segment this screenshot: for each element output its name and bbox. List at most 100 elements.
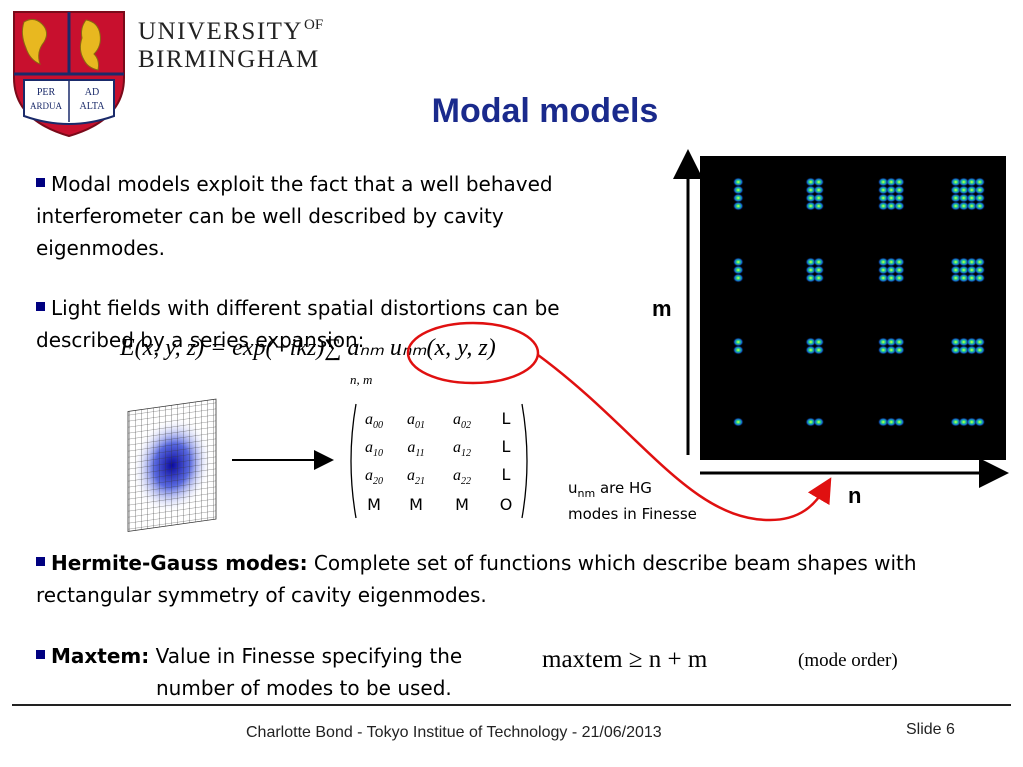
hg-mode-lobe xyxy=(813,417,825,427)
hg-mode-lobe xyxy=(732,177,744,187)
mode-order-label: (mode order) xyxy=(798,650,898,671)
matrix-entry: L xyxy=(502,409,511,428)
university-line2: BIRMINGHAM xyxy=(138,46,320,73)
hg-mode-lobe xyxy=(877,177,889,187)
matrix-entry: L xyxy=(502,437,511,456)
matrix-entry: a21 xyxy=(407,467,425,487)
bullet-4-text: Value in Finesse specifying the xyxy=(149,644,463,668)
hg-mode-lobe xyxy=(805,177,817,187)
hg-mode-lobe xyxy=(893,201,905,211)
hg-mode-lobe xyxy=(805,345,817,355)
bullet-square-icon xyxy=(36,650,45,659)
hg-mode-lobe xyxy=(958,177,970,187)
hg-mode-lobe xyxy=(958,201,970,211)
hg-mode-lobe xyxy=(950,257,962,267)
hg-mode-lobe xyxy=(966,273,978,283)
hg-mode-lobe xyxy=(813,273,825,283)
unm-prefix: u xyxy=(568,479,578,497)
hg-mode-lobe xyxy=(805,417,817,427)
hg-mode-lobe xyxy=(974,257,986,267)
hg-mode-lobe xyxy=(813,345,825,355)
matrix-entry: a20 xyxy=(365,467,383,487)
hg-mode-lobe xyxy=(732,185,744,195)
hg-mode-lobe xyxy=(813,337,825,347)
hg-mode-lobe xyxy=(966,265,978,275)
hg-mode-lobe xyxy=(885,193,897,203)
hg-mode-lobe xyxy=(966,345,978,355)
hg-mode-lobe xyxy=(877,185,889,195)
hg-mode-lobe xyxy=(950,177,962,187)
hg-mode-lobe xyxy=(893,273,905,283)
gaussian-grid-illustration xyxy=(127,398,217,532)
university-of: OF xyxy=(304,17,324,33)
hg-mode-lobe xyxy=(958,273,970,283)
bullet-2: Light fields with different spatial dist… xyxy=(36,292,616,356)
hg-mode-lobe xyxy=(974,273,986,283)
hg-mode-lobe xyxy=(974,265,986,275)
bullet-square-icon xyxy=(36,178,45,187)
hg-mode-lobe xyxy=(893,257,905,267)
hg-mode-lobe xyxy=(877,417,889,427)
hg-mode-lobe xyxy=(805,273,817,283)
hg-mode-lobe xyxy=(950,337,962,347)
university-line1: UNIVERSITY xyxy=(138,18,303,45)
hg-mode-lobe xyxy=(885,201,897,211)
hg-mode-lobe xyxy=(877,337,889,347)
hg-mode-lobe xyxy=(805,257,817,267)
hg-mode-lobe xyxy=(950,201,962,211)
hg-mode-lobe xyxy=(958,345,970,355)
hg-mode-lobe xyxy=(974,337,986,347)
hg-mode-lobe xyxy=(885,265,897,275)
hg-mode-lobe xyxy=(805,337,817,347)
hg-mode-lobe xyxy=(805,265,817,275)
hg-mode-lobe xyxy=(805,185,817,195)
bullet-3: Hermite-Gauss modes: Complete set of fun… xyxy=(36,547,996,611)
matrix-entry: M xyxy=(409,495,423,514)
hg-mode-lobe xyxy=(950,185,962,195)
hg-mode-lobe xyxy=(877,257,889,267)
hg-mode-lobe xyxy=(893,345,905,355)
hg-mode-lobe xyxy=(877,345,889,355)
hg-mode-lobe xyxy=(893,177,905,187)
red-curved-arrow xyxy=(537,353,832,522)
bullet-3-text: Complete set of functions which describe… xyxy=(36,551,917,607)
matrix-entry: O xyxy=(500,495,513,514)
hg-mode-lobe xyxy=(877,193,889,203)
hg-mode-lobe xyxy=(732,265,744,275)
matrix-entry: a00 xyxy=(365,411,383,431)
hg-mode-lobe xyxy=(958,265,970,275)
hg-mode-lobe xyxy=(966,185,978,195)
hg-mode-lobe xyxy=(732,337,744,347)
hg-mode-lobe xyxy=(958,337,970,347)
hg-mode-lobe xyxy=(893,193,905,203)
equation-sum-index: n, m xyxy=(350,372,373,387)
footer-divider xyxy=(12,704,1011,706)
hg-mode-lobe xyxy=(966,417,978,427)
hg-mode-lobe xyxy=(966,177,978,187)
matrix-entry: M xyxy=(367,495,381,514)
maxtem-equation: maxtem ≥ n + m xyxy=(542,646,708,673)
bullet-1: Modal models exploit the fact that a wel… xyxy=(36,168,616,264)
hg-mode-lobe xyxy=(877,201,889,211)
matrix-entry: L xyxy=(502,465,511,484)
hg-mode-lobe xyxy=(893,265,905,275)
bullet-3-bold: Hermite-Gauss modes: xyxy=(51,551,308,575)
hg-mode-lobe xyxy=(974,193,986,203)
crest-text-ad: AD xyxy=(85,87,99,98)
hg-mode-lobe xyxy=(974,185,986,195)
series-expansion-equation: E(x, y, z) = exp(−ikz)∑ aₙₘ uₙₘ(x, y, z) xyxy=(120,335,496,361)
hg-mode-lobe xyxy=(950,273,962,283)
axis-label-m: m xyxy=(652,296,672,321)
hg-mode-lobe xyxy=(958,193,970,203)
hg-mode-lobe xyxy=(805,193,817,203)
matrix-entry: a02 xyxy=(453,411,471,431)
hg-mode-lobe xyxy=(950,193,962,203)
hg-mode-lobe xyxy=(958,185,970,195)
hg-mode-lobe xyxy=(813,257,825,267)
matrix-entry: a11 xyxy=(407,439,424,459)
hg-mode-lobe xyxy=(893,185,905,195)
hg-mode-lobe xyxy=(885,417,897,427)
crest-text-alta: ALTA xyxy=(80,101,106,112)
